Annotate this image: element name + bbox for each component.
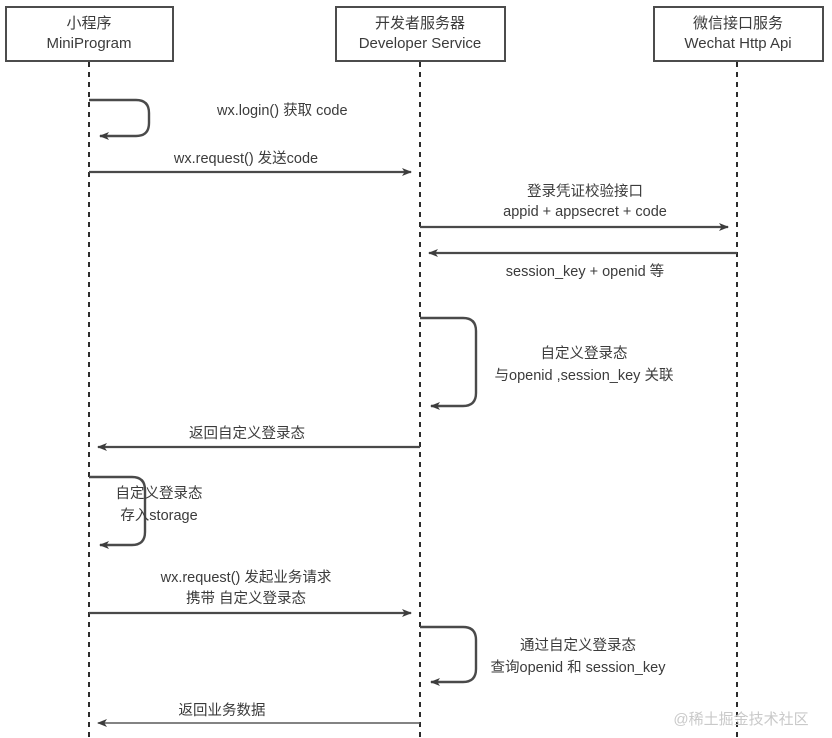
message-1-path bbox=[89, 98, 151, 140]
message-8-business-request[interactable]: wx.request() 发起业务请求 携带 自定义登录态 bbox=[89, 569, 412, 617]
message-8-label-line-2: 携带 自定义登录态 bbox=[186, 590, 306, 607]
participant-box-developer bbox=[335, 6, 506, 62]
participant-box-miniprogram bbox=[5, 6, 174, 62]
participant-name-en-wechat: Wechat Http Api bbox=[684, 35, 791, 52]
message-7-label-line-1: 自定义登录态 bbox=[116, 485, 203, 502]
participant-name-cn-miniprogram: 小程序 bbox=[66, 15, 111, 32]
message-7-label-line-2: 存入storage bbox=[120, 507, 197, 524]
message-9-self-query-openid[interactable]: 通过自定义登录态 查询openid 和 session_key bbox=[420, 625, 667, 686]
participant-box-wechat bbox=[653, 6, 824, 62]
message-9-label-line-1: 通过自定义登录态 bbox=[520, 637, 636, 654]
message-2-request-code[interactable]: wx.request() 发送code bbox=[89, 150, 412, 176]
message-4-label-line-1: session_key + openid 等 bbox=[506, 262, 664, 280]
message-9-label-line-2: 查询openid 和 session_key bbox=[491, 659, 667, 676]
message-9-path bbox=[420, 625, 478, 686]
message-3-label-line-1: 登录凭证校验接口 bbox=[527, 183, 643, 200]
watermark-text: @稀土掘金技术社区 bbox=[673, 711, 808, 728]
message-10-return-business-data[interactable]: 返回业务数据 bbox=[97, 702, 420, 727]
message-5-path bbox=[420, 316, 478, 410]
message-1-label-line-1: wx.login() 获取 code bbox=[216, 102, 348, 119]
message-1-self-login[interactable]: wx.login() 获取 code bbox=[89, 98, 348, 140]
message-7-self-store-storage[interactable]: 自定义登录态 存入storage bbox=[89, 475, 203, 549]
message-5-self-custom-login-state[interactable]: 自定义登录态 与openid ,session_key 关联 bbox=[420, 316, 674, 410]
message-3-label-line-2: appid + appsecret + code bbox=[503, 204, 667, 220]
participant-miniprogram[interactable]: 小程序 MiniProgram bbox=[5, 6, 174, 62]
lifelines-group bbox=[88, 62, 738, 738]
message-6-return-custom-login-state[interactable]: 返回自定义登录态 bbox=[97, 425, 420, 451]
message-7-path bbox=[89, 475, 147, 549]
participant-wechat[interactable]: 微信接口服务 Wechat Http Api bbox=[653, 6, 824, 62]
participant-name-en-developer: Developer Service bbox=[359, 35, 482, 52]
participant-name-cn-developer: 开发者服务器 bbox=[375, 15, 465, 32]
message-5-label-line-1: 自定义登录态 bbox=[541, 345, 628, 362]
message-2-label-line-1: wx.request() 发送code bbox=[173, 150, 318, 167]
message-6-label-line-1: 返回自定义登录态 bbox=[189, 425, 305, 442]
participant-name-cn-wechat: 微信接口服务 bbox=[693, 15, 783, 32]
participant-name-en-miniprogram: MiniProgram bbox=[46, 35, 131, 52]
message-3-login-verify[interactable]: 登录凭证校验接口 appid + appsecret + code bbox=[420, 183, 729, 231]
message-4-session-key[interactable]: session_key + openid 等 bbox=[428, 249, 737, 280]
participant-developer[interactable]: 开发者服务器 Developer Service bbox=[335, 6, 506, 62]
message-10-label-line-1: 返回业务数据 bbox=[179, 702, 266, 719]
message-8-label-line-1: wx.request() 发起业务请求 bbox=[160, 569, 332, 586]
message-5-label-line-2: 与openid ,session_key 关联 bbox=[495, 367, 674, 384]
